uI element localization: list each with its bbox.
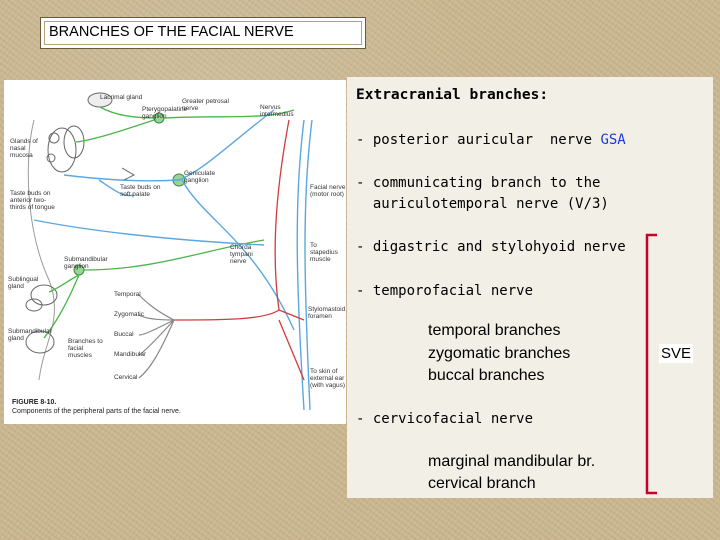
- label-greater-petrosal: Greater petrosal nerve: [182, 98, 229, 112]
- item-communicating-line2: auriculotemporal nerve (V/3): [356, 196, 609, 212]
- label-sublingual: Sublingual gland: [8, 276, 39, 290]
- nasal-glands: [46, 125, 85, 173]
- label-glands-nasal: Glands of nasal mucosa: [10, 138, 38, 159]
- label-geniculate: Geniculate ganglion: [184, 170, 216, 184]
- item-communicating-line1: - communicating branch to the: [356, 175, 601, 191]
- label-taste-tongue: Taste buds on anterior two-thirds of ton…: [10, 190, 55, 211]
- sve-bracket: [645, 233, 657, 495]
- label-zygomatic: Zygomatic: [114, 311, 144, 318]
- blue-fibers: [33, 109, 313, 411]
- slide-title: BRANCHES OF THE FACIAL NERVE: [49, 24, 294, 40]
- label-chorda-tympani: Chorda tympani nerve: [230, 244, 253, 265]
- tongue-loop: [121, 167, 136, 181]
- item-digastric-stylohyoid: - digastric and stylohyoid nerve: [356, 239, 626, 255]
- item-cervicofacial: - cervicofacial nerve: [356, 411, 534, 427]
- label-stapedius: To stapedius muscle: [310, 242, 338, 263]
- facial-branches-fan: [138, 294, 175, 379]
- item-posterior-auricular-text: - posterior auricular nerve: [356, 132, 601, 148]
- bracket-line: [645, 233, 657, 495]
- label-branches-facial: Branches to facial muscles: [68, 338, 103, 359]
- nerve-diagram: [25, 92, 313, 411]
- label-nervus-intermedius: Nervus intermedius: [260, 104, 294, 118]
- heading-extracranial: Extracranial branches:: [356, 87, 549, 103]
- red-fibers: [173, 119, 305, 381]
- content-panel: [347, 77, 713, 498]
- label-mandibular: Mandibular: [114, 351, 147, 358]
- item-posterior-auricular: - posterior auricular nerve GSA: [356, 132, 626, 148]
- figure-caption-text: Components of the peripheral parts of th…: [12, 408, 181, 415]
- label-temporal: Temporal: [114, 291, 141, 298]
- item-temporofacial: - temporofacial nerve: [356, 283, 534, 299]
- salivary-glands: [25, 284, 58, 354]
- sve-label: SVE: [659, 344, 694, 363]
- label-stylomastoid: Stylomastoid foramen: [308, 306, 346, 320]
- facial-nerve-figure: Lacrimal gland Greater petrosal nerve Ne…: [4, 80, 346, 424]
- face-outline: [27, 119, 55, 381]
- label-buccal: Buccal: [114, 331, 134, 338]
- label-skin-ear: To skin of external ear (with vagus): [310, 368, 346, 389]
- label-facial-nerve: Facial nerve (motor root): [310, 184, 346, 198]
- sub-marginal-mandibular: marginal mandibular br.: [428, 453, 596, 470]
- label-lacrimal: Lacrimal gland: [100, 94, 143, 101]
- sub-temporal-branches: temporal branches: [428, 322, 561, 339]
- green-fibers: [43, 106, 295, 339]
- title-box: BRANCHES OF THE FACIAL NERVE: [40, 17, 366, 49]
- label-pterygopalatine: Pterygopalatine ganglion: [142, 106, 188, 120]
- label-taste-palate: Taste buds on soft palate: [120, 184, 161, 198]
- label-submandibular-ganglion: Submandibular ganglion: [64, 256, 108, 270]
- gsa-tag: GSA: [600, 132, 626, 148]
- figure-number: FIGURE 8-10.: [12, 399, 57, 406]
- sub-buccal-branches: buccal branches: [428, 367, 545, 384]
- sub-cervical-branch: cervical branch: [428, 475, 536, 492]
- label-cervical: Cervical: [114, 374, 138, 381]
- figure-caption: FIGURE 8-10. Components of the periphera…: [12, 398, 181, 416]
- sub-zygomatic-branches: zygomatic branches: [428, 345, 571, 362]
- label-submandibular-gland: Submandibular gland: [8, 328, 52, 342]
